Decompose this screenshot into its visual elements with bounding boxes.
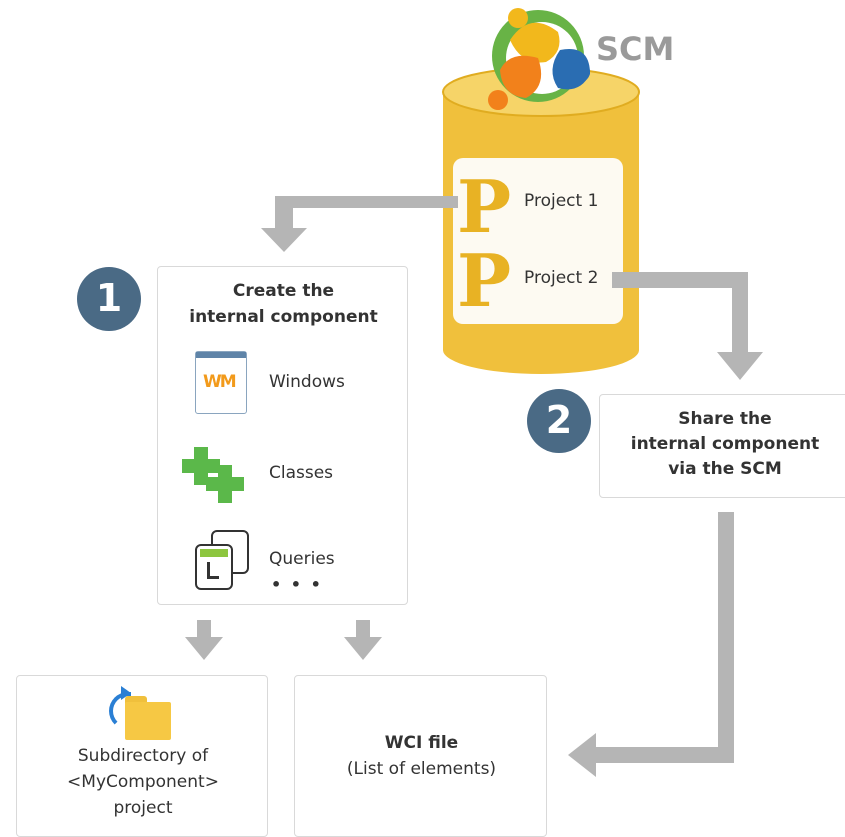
wci-file-box: WCI file (List of elements) [294,675,547,837]
queries-icon [195,530,251,590]
step1-title-line1: Create the [232,281,335,301]
arrow-project1-to-step1 [261,196,458,252]
project-1-icon: P [457,164,511,249]
scm-database [442,67,640,374]
item-classes: Classes [269,463,334,483]
scm-label: SCM [596,30,675,68]
step1-title-line2: internal component [189,307,378,327]
subdirectory-box: Subdirectory of <MyComponent> project [16,675,268,837]
project-1-label: Project 1 [524,191,599,211]
folder-refresh-icon [109,686,175,742]
step2-box: Share the internal component via the SCM [599,394,845,498]
project-2-icon: P [457,238,511,323]
wci-title: WCI file [384,733,459,753]
svg-text:P: P [457,238,511,323]
arrow-step1-to-subdir [185,620,223,660]
more-items-ellipsis: • • • [271,575,323,594]
arrow-project2-to-step2 [612,272,763,380]
classes-icon [182,447,244,503]
subdir-line1: Subdirectory of [77,746,209,766]
step2-title-line3: via the SCM [668,459,782,479]
step1-badge [77,267,141,331]
step2-badge [527,389,591,453]
step1-number: 1 [95,276,123,320]
wci-subtitle: (List of elements) [346,759,497,779]
windows-icon: WM [195,351,247,414]
step2-number: 2 [545,398,573,442]
scm-logo-icon [488,8,590,110]
svg-text:P: P [457,164,511,249]
project-2-label: Project 2 [524,268,599,288]
step1-box: Create the internal component WM Windows… [157,266,408,605]
item-queries: Queries [269,549,335,569]
arrow-step2-to-wci [568,512,734,777]
subdir-line3: project [113,798,173,818]
arrow-step1-to-wci [344,620,382,660]
item-windows: Windows [269,372,345,392]
subdir-line2: <MyComponent> [67,772,219,792]
step2-title-line1: Share the [678,409,772,429]
step2-title-line2: internal component [630,434,820,454]
